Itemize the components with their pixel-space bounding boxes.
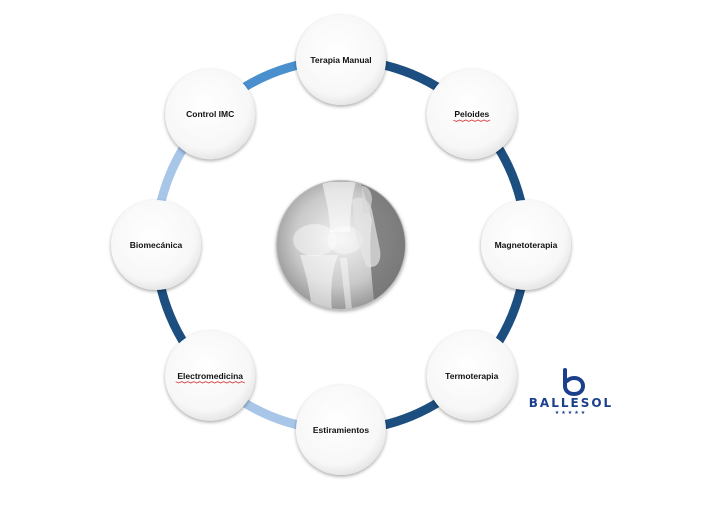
node-circle — [111, 200, 201, 290]
node-terapia-manual: Terapia Manual — [296, 15, 386, 105]
ballesol-b-logo — [563, 368, 586, 397]
node-circle — [296, 15, 386, 105]
node-termoterapia: Termoterapia — [426, 330, 517, 421]
ballesol-stars: ★★★★★ — [555, 410, 587, 416]
node-label: Biomecánica — [130, 240, 183, 250]
node-label: Terapia Manual — [310, 55, 371, 65]
node-label: Control IMC — [186, 109, 234, 119]
node-circle — [296, 385, 386, 475]
node-circle — [426, 69, 517, 160]
node-peloides: Peloides — [426, 69, 517, 160]
spellcheck-underline — [175, 381, 245, 384]
node-control-imc: Control IMC — [165, 69, 256, 160]
node-circle — [481, 200, 571, 290]
node-biomecanica: Biomecánica — [111, 200, 201, 290]
node-label: Magnetoterapia — [495, 240, 558, 250]
node-electromedicina: Electromedicina — [165, 330, 256, 421]
node-circle — [426, 330, 517, 421]
treatment-nodes: Terapia ManualPeloidesMagnetoterapiaTerm… — [111, 15, 571, 475]
node-label: Electromedicina — [177, 371, 243, 381]
knee-xray-icon — [276, 180, 406, 310]
node-label: Termoterapia — [445, 371, 498, 381]
node-circle — [165, 69, 256, 160]
spellcheck-underline — [453, 119, 491, 122]
node-magnetoterapia: Magnetoterapia — [481, 200, 571, 290]
node-circle — [165, 330, 256, 421]
node-label: Peloides — [454, 109, 489, 119]
node-estiramientos: Estiramientos — [296, 385, 386, 475]
ballesol-wordmark: BALLESOL — [529, 396, 613, 410]
node-label: Estiramientos — [313, 425, 369, 435]
ballesol-logo: BALLESOL ★★★★★ — [529, 368, 613, 416]
